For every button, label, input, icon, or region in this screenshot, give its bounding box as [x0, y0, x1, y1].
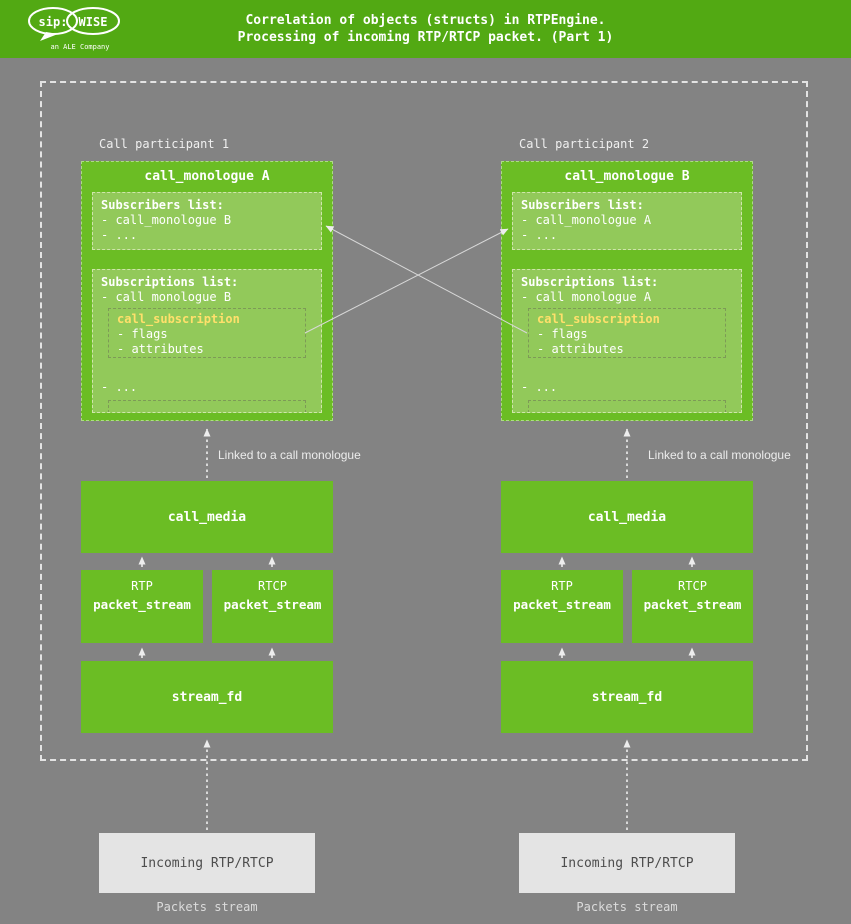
call-subscription-title: call_subscription — [117, 312, 240, 326]
participant-label: Call participant 2 — [519, 137, 650, 151]
linked-to-monologue-label: Linked to a call monologue — [218, 448, 361, 462]
logo-bubble-tail — [40, 32, 58, 41]
subscribers-list-box: Subscribers list: - call_monologue B - .… — [92, 192, 322, 250]
rtcp-label: RTCP — [258, 579, 287, 593]
subscriptions-list-title: Subscriptions list: — [101, 275, 239, 289]
subscriptions-more: - ... — [101, 380, 138, 394]
call-subscription-attributes: - attributes — [537, 342, 624, 356]
subscribers-list-title: Subscribers list: — [101, 198, 224, 212]
logo-text-wise: WISE — [79, 15, 108, 29]
engine-boundary-frame — [40, 81, 808, 761]
call-subscription-box: call_subscription - flags - attributes — [528, 308, 726, 358]
packet-stream-label: packet_stream — [643, 597, 742, 612]
packet-stream-rtp-box: RTP packet_stream — [81, 570, 203, 643]
linked-to-monologue-label: Linked to a call monologue — [648, 448, 791, 462]
subscribers-item-more: - ... — [521, 228, 558, 242]
title-line-1: Correlation of objects (structs) in RTPE… — [245, 13, 606, 28]
stream-fd-box: stream_fd — [81, 661, 333, 733]
subscriptions-list-box: Subscriptions list: - call monologue A c… — [512, 269, 742, 413]
packets-stream-label: Packets stream — [576, 900, 678, 914]
call-subscription-flags: - flags — [117, 327, 168, 341]
rtcp-label: RTCP — [678, 579, 707, 593]
packet-stream-rtp-box: RTP packet_stream — [501, 570, 623, 643]
packet-stream-rtcp-box: RTCP packet_stream — [212, 570, 333, 643]
packet-stream-label: packet_stream — [223, 597, 322, 612]
rtp-label: RTP — [131, 579, 153, 593]
sipwise-logo: sip: WISE an ALE Company — [28, 7, 120, 51]
participant-1-column: Call participant 1 call_monologue A Subs… — [81, 0, 361, 924]
stream-fd-box: stream_fd — [501, 661, 753, 733]
subscriptions-list-title: Subscriptions list: — [521, 275, 659, 289]
rtp-label: RTP — [551, 579, 573, 593]
call-monologue-title: call_monologue B — [564, 169, 690, 184]
call-monologue-box: call_monologue B Subscribers list: - cal… — [501, 161, 753, 421]
participant-label: Call participant 1 — [99, 137, 230, 151]
packet-stream-rtcp-box: RTCP packet_stream — [632, 570, 753, 643]
incoming-rtp-rtcp-box: Incoming RTP/RTCP — [519, 833, 735, 893]
subscribers-list-title: Subscribers list: — [521, 198, 644, 212]
incoming-rtp-rtcp-box: Incoming RTP/RTCP — [99, 833, 315, 893]
call-media-box: call_media — [501, 481, 753, 553]
packet-stream-label: packet_stream — [93, 597, 191, 612]
logo-bubble-right — [66, 7, 120, 35]
call-monologue-box: call_monologue A Subscribers list: - cal… — [81, 161, 333, 421]
subscriptions-item: - call monologue A — [521, 290, 652, 304]
subscribers-list-box: Subscribers list: - call_monologue A - .… — [512, 192, 742, 250]
call-subscription-attributes: - attributes — [117, 342, 204, 356]
call-subscription-title: call_subscription — [537, 312, 660, 326]
call-subscription-partial-box — [108, 400, 306, 412]
call-subscription-box: call_subscription - flags - attributes — [108, 308, 306, 358]
subscriptions-list-box: Subscriptions list: - call monologue B c… — [92, 269, 322, 413]
page-title: Correlation of objects (structs) in RTPE… — [238, 12, 614, 46]
title-line-2: Processing of incoming RTP/RTCP packet. … — [237, 30, 614, 45]
subscribers-item: - call_monologue B — [101, 213, 232, 227]
subscribers-item-more: - ... — [101, 228, 138, 242]
subscriptions-more: - ... — [521, 380, 558, 394]
call-subscription-partial-box — [528, 400, 726, 412]
packet-stream-label: packet_stream — [513, 597, 611, 612]
logo-text-sip: sip: — [39, 15, 68, 29]
participant-2-column: Call participant 2 call_monologue B Subs… — [501, 0, 791, 924]
call-monologue-title: call_monologue A — [144, 169, 270, 184]
logo-tagline: an ALE Company — [50, 43, 109, 51]
subscriptions-item: - call monologue B — [101, 290, 232, 304]
subscribers-item: - call_monologue A — [521, 213, 652, 227]
call-media-box: call_media — [81, 481, 333, 553]
call-subscription-flags: - flags — [537, 327, 588, 341]
header-bar: sip: WISE an ALE Company Correlation of … — [0, 0, 851, 58]
packets-stream-label: Packets stream — [156, 900, 258, 914]
